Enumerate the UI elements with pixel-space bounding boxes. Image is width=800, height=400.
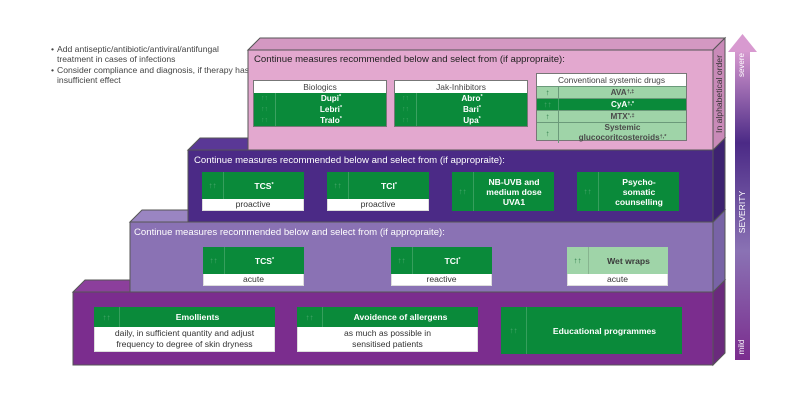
jak-item: ↑↑Bari* xyxy=(395,104,527,115)
treatment-mode: reactive xyxy=(391,274,492,286)
arrow-icon: ↑ xyxy=(537,123,559,143)
arrow-icon: ↑↑ xyxy=(254,104,276,115)
treatment-psychosomatic: ↑↑Psycho-somatic counselling xyxy=(577,172,679,211)
conventional-item: ↑AVA†,‡ xyxy=(537,86,686,98)
treatment-mode: acute xyxy=(567,274,668,286)
tier3-title: Continue measures recommended below and … xyxy=(194,155,505,166)
jak-item: ↑↑Abro* xyxy=(395,93,527,104)
note-item: Consider compliance and diagnosis, if th… xyxy=(51,65,251,86)
treatment-note: daily, in sufficient quantity and adjust… xyxy=(94,327,275,352)
arrow-icon: ↑↑ xyxy=(452,172,474,211)
conventional-systemic-group: Conventional systemic drugs ↑AVA†,‡ ↑↑Cy… xyxy=(536,73,687,143)
tier4-title: Continue measures recommended below and … xyxy=(254,54,565,65)
severity-arrow xyxy=(728,34,757,360)
treatment-tcs-proactive: ↑↑TCS* proactive xyxy=(202,172,304,211)
treatment-emollients: ↑↑Emollients daily, in sufficient quanti… xyxy=(94,307,275,352)
arrow-icon: ↑↑ xyxy=(395,93,417,104)
arrow-icon: ↑↑ xyxy=(254,115,276,126)
arrow-icon: ↑↑ xyxy=(537,99,559,110)
alphabetical-order-label: In alphabetical order xyxy=(714,55,724,133)
treatment-avoidance-allergens: ↑↑Avoidence of allergens as much as poss… xyxy=(297,307,478,352)
arrow-icon: ↑↑ xyxy=(577,172,599,211)
tier2-title: Continue measures recommended below and … xyxy=(134,227,445,238)
notes-list: Add antiseptic/antibiotic/antiviral/anti… xyxy=(51,44,251,86)
treatment-note: as much as possible in sensitised patien… xyxy=(297,327,478,352)
treatment-tcs-acute: ↑↑TCS* acute xyxy=(203,247,304,286)
severity-bottom-label: mild xyxy=(737,339,746,355)
arrow-icon: ↑↑ xyxy=(94,307,120,327)
conventional-item: ↑MTX*,‡ xyxy=(537,110,686,122)
treatment-nb-uvb: ↑↑NB-UVB and medium dose UVA1 xyxy=(452,172,554,211)
conventional-header: Conventional systemic drugs xyxy=(537,74,686,86)
severity-label: SEVERITY xyxy=(737,190,747,234)
arrow-icon: ↑↑ xyxy=(203,247,225,274)
conventional-item: ↑↑CyA†,* xyxy=(537,98,686,110)
conventional-item: ↑Systemic glucocoritcosteroids†,* xyxy=(537,122,686,143)
biologics-group: Biologics ↑↑Dupi* ↑↑Lebri* ↑↑Tralo* xyxy=(253,80,387,127)
biologics-item: ↑↑Dupi* xyxy=(254,93,386,104)
treatment-wet-wraps: ↑↑Wet wraps acute xyxy=(567,247,668,286)
treatment-mode: proactive xyxy=(327,199,429,211)
note-item: Add antiseptic/antibiotic/antiviral/anti… xyxy=(51,44,251,65)
jak-header: Jak-Inhibitors xyxy=(395,81,527,93)
arrow-icon: ↑↑ xyxy=(254,93,276,104)
severity-top-label: severe xyxy=(737,53,746,78)
biologics-item: ↑↑Tralo* xyxy=(254,115,386,126)
treatment-educational-programmes: ↑↑Educational programmes xyxy=(501,307,682,354)
jak-inhibitors-group: Jak-Inhibitors ↑↑Abro* ↑↑Bari* ↑↑Upa* xyxy=(394,80,528,127)
arrow-icon: ↑↑ xyxy=(395,115,417,126)
arrow-icon: ↑ xyxy=(537,87,559,98)
arrow-icon: ↑↑ xyxy=(567,247,589,274)
biologics-header: Biologics xyxy=(254,81,386,93)
treatment-tci-reactive: ↑↑TCI* reactive xyxy=(391,247,492,286)
biologics-item: ↑↑Lebri* xyxy=(254,104,386,115)
treatment-mode: acute xyxy=(203,274,304,286)
arrow-icon: ↑↑ xyxy=(391,247,413,274)
arrow-icon: ↑↑ xyxy=(297,307,323,327)
jak-item: ↑↑Upa* xyxy=(395,115,527,126)
arrow-icon: ↑↑ xyxy=(327,172,349,199)
treatment-tci-proactive: ↑↑TCI* proactive xyxy=(327,172,429,211)
treatment-mode: proactive xyxy=(202,199,304,211)
arrow-icon: ↑↑ xyxy=(501,307,527,354)
arrow-icon: ↑↑ xyxy=(202,172,224,199)
arrow-icon: ↑↑ xyxy=(395,104,417,115)
arrow-icon: ↑ xyxy=(537,111,559,122)
